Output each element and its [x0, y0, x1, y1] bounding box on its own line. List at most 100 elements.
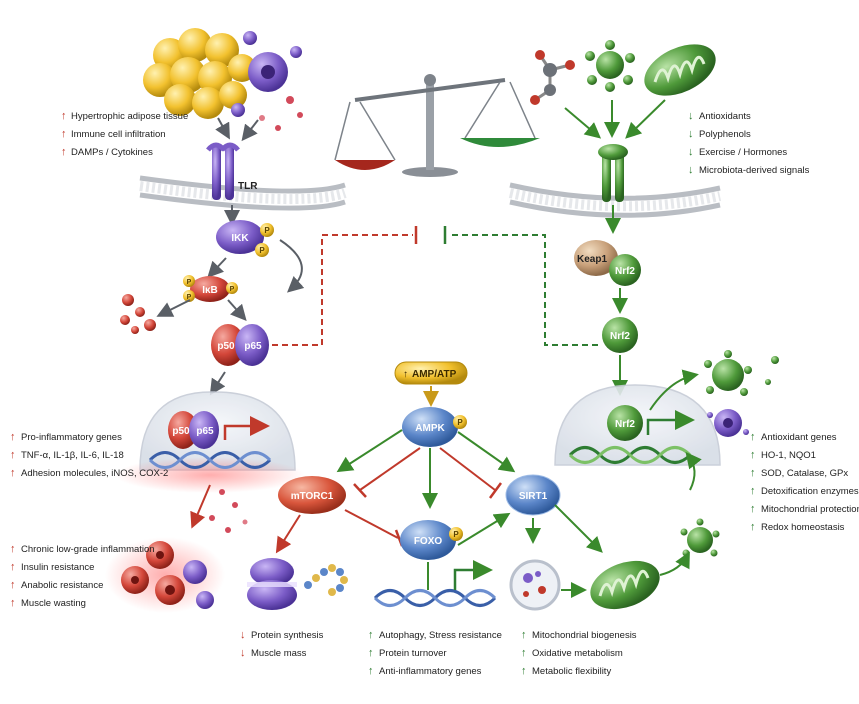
- inflamed-cells-icon: [105, 537, 225, 613]
- membrane-left: [139, 175, 347, 211]
- svg-text:P: P: [259, 246, 265, 255]
- svg-text:p65: p65: [196, 426, 214, 437]
- list-item: Chronic low-grade inflammation: [21, 544, 155, 555]
- svg-text:↑: ↑: [750, 449, 756, 461]
- antioxidant-cluster-icon: [680, 518, 720, 557]
- svg-text:P: P: [453, 530, 459, 539]
- svg-text:↑: ↑: [10, 467, 16, 479]
- svg-text:P: P: [187, 294, 192, 301]
- svg-text:↑: ↑: [61, 146, 67, 158]
- list-item: Metabolic flexibility: [532, 666, 611, 677]
- list-item: Oxidative metabolism: [532, 648, 623, 659]
- list-item: Polyphenols: [699, 129, 751, 140]
- list-item: Redox homeostasis: [761, 522, 845, 533]
- svg-text:p65: p65: [244, 341, 262, 352]
- dna-helix-icon: [568, 446, 692, 464]
- degraded-ikb-icon: [120, 294, 156, 334]
- svg-text:↑: ↑: [403, 369, 408, 380]
- svg-text:↑: ↑: [61, 110, 67, 122]
- list-item: Pro-inflammatory genes: [21, 432, 122, 443]
- tlr-receptor-icon: [206, 142, 240, 200]
- list-item: Hypertrophic adipose tissue: [71, 111, 188, 122]
- nrf2-free: Nrf2: [602, 317, 638, 353]
- foxo-outcomes-list: ↑ Autophagy, Stress resistance ↑ Protein…: [368, 629, 502, 677]
- list-item: Antioxidants: [699, 111, 751, 122]
- svg-text:P: P: [230, 286, 235, 293]
- svg-text:Nrf2: Nrf2: [615, 419, 635, 430]
- ampk-node: AMPK P: [402, 407, 467, 447]
- antioxidant-receptor-icon: [598, 144, 628, 202]
- immune-cell-icon: [231, 31, 303, 131]
- list-item: Immune cell infiltration: [71, 129, 166, 140]
- list-item: Anabolic resistance: [21, 580, 103, 591]
- dna-helix-icon: [373, 589, 497, 607]
- keap1-nrf2-complex: Keap1 Nrf2: [574, 240, 641, 286]
- svg-text:↑: ↑: [368, 629, 374, 641]
- molecule-icon: [530, 50, 575, 105]
- lysosome-icon: [509, 559, 561, 611]
- svg-text:FOXO: FOXO: [414, 536, 443, 547]
- svg-text:↑: ↑: [750, 431, 756, 443]
- sirt1-node: SIRT1: [505, 474, 561, 516]
- svg-text:↑: ↑: [521, 629, 527, 641]
- detox-cell-icon: [707, 409, 749, 437]
- list-item: HO-1, NQO1: [761, 450, 816, 461]
- svg-text:↑: ↑: [10, 449, 16, 461]
- svg-text:↓: ↓: [240, 647, 246, 659]
- svg-text:↑: ↑: [521, 665, 527, 677]
- list-item: Protein synthesis: [251, 630, 324, 641]
- svg-text:IκB: IκB: [202, 285, 218, 296]
- list-item: Exercise / Hormones: [699, 147, 787, 158]
- antioxidant-enzyme-icon: [704, 350, 779, 396]
- list-item: Mitochondrial biogenesis: [532, 630, 637, 641]
- ikb-complex: IκB P P P: [183, 275, 238, 302]
- svg-text:↓: ↓: [240, 629, 246, 641]
- mitochondrion-icon: [644, 44, 716, 96]
- svg-text:↑: ↑: [10, 579, 16, 591]
- svg-text:↓: ↓: [688, 164, 694, 176]
- mitochondrion-icon: [590, 560, 660, 610]
- list-item: DAMPs / Cytokines: [71, 147, 153, 158]
- list-item: SOD, Catalase, GPx: [761, 468, 848, 479]
- svg-text:↑: ↑: [750, 485, 756, 497]
- nrf2-nuclear: Nrf2: [607, 405, 643, 441]
- list-item: Protein turnover: [379, 648, 447, 659]
- svg-text:↑: ↑: [10, 597, 16, 609]
- list-item: Muscle wasting: [21, 598, 86, 609]
- peptide-chain-icon: [304, 564, 348, 596]
- top-right-list: ↓ Antioxidants ↓ Polyphenols ↓ Exercise …: [688, 110, 810, 176]
- svg-text:↑: ↑: [368, 647, 374, 659]
- top-left-list: ↑ Hypertrophic adipose tissue ↑ Immune c…: [61, 110, 188, 158]
- mtor-outcomes-list: ↓ Protein synthesis ↓ Muscle mass: [240, 629, 324, 659]
- balance-scale-icon: [334, 74, 540, 177]
- svg-text:SIRT1: SIRT1: [519, 491, 548, 502]
- list-item: Autophagy, Stress resistance: [379, 630, 502, 641]
- svg-text:↑: ↑: [61, 128, 67, 140]
- mtorc1-node: mTORC1: [278, 476, 346, 514]
- svg-text:p50: p50: [217, 341, 235, 352]
- svg-text:Keap1: Keap1: [577, 254, 607, 265]
- svg-text:mTORC1: mTORC1: [291, 491, 334, 502]
- ikk-complex: IKK P P: [216, 220, 274, 257]
- svg-text:↑: ↑: [10, 543, 16, 555]
- svg-text:↑: ↑: [368, 665, 374, 677]
- svg-text:↓: ↓: [688, 128, 694, 140]
- svg-text:P: P: [187, 279, 192, 286]
- list-item: Anti-inflammatory genes: [379, 666, 482, 677]
- list-item: Muscle mass: [251, 648, 307, 659]
- svg-text:↑: ↑: [750, 503, 756, 515]
- svg-text:Nrf2: Nrf2: [615, 266, 635, 277]
- svg-text:IKK: IKK: [231, 233, 249, 244]
- dna-helix-icon: [148, 451, 272, 469]
- cytokine-particles-icon: [209, 489, 248, 533]
- svg-text:p50: p50: [172, 426, 190, 437]
- tlr-label: TLR: [238, 181, 258, 192]
- list-item: Adhesion molecules, iNOS, COX-2: [21, 468, 168, 479]
- amp-atp-badge: ↑ AMP/ATP: [394, 361, 468, 385]
- svg-text:P: P: [457, 418, 463, 427]
- svg-text:↑: ↑: [10, 431, 16, 443]
- svg-text:P: P: [264, 226, 270, 235]
- ribosome-icon: [247, 558, 297, 610]
- inflammation-outcomes-list: ↑ Chronic low-grade inflammation ↑ Insul…: [10, 543, 155, 609]
